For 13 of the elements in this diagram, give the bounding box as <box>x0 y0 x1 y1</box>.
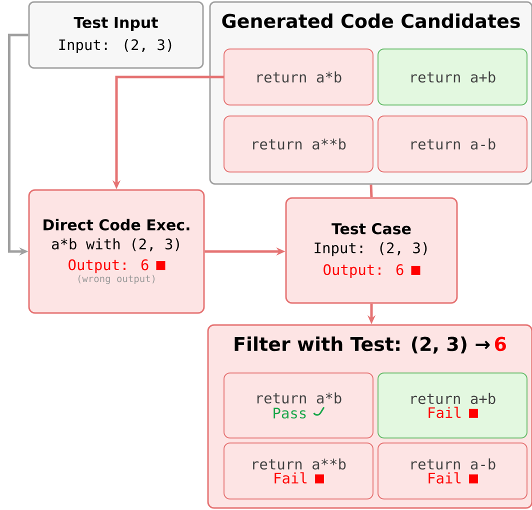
panel-title: Generated Code Candidates <box>222 13 520 28</box>
panel-title: Filter with Test: (2, 3) → 6 <box>234 336 506 354</box>
process-box: Test Case Input: (2, 3) Output: 6 <box>285 197 458 304</box>
code-box: return a+b <box>378 48 528 106</box>
code-box: return a**b <box>224 116 374 172</box>
result-box: return a-b Fail <box>378 442 528 500</box>
result-box: return a**b Fail <box>224 442 374 500</box>
input-box: Test Input Input: (2, 3) <box>28 1 204 69</box>
code-box: return a*b <box>224 48 374 106</box>
result-box: return a+b Fail <box>378 372 528 438</box>
code-box: return a-b <box>378 116 528 172</box>
process-box: Direct Code Exec. a*b with (2, 3) Output: 6 (wrong output) <box>28 189 205 314</box>
result-box: return a*b Pass <box>224 372 374 438</box>
